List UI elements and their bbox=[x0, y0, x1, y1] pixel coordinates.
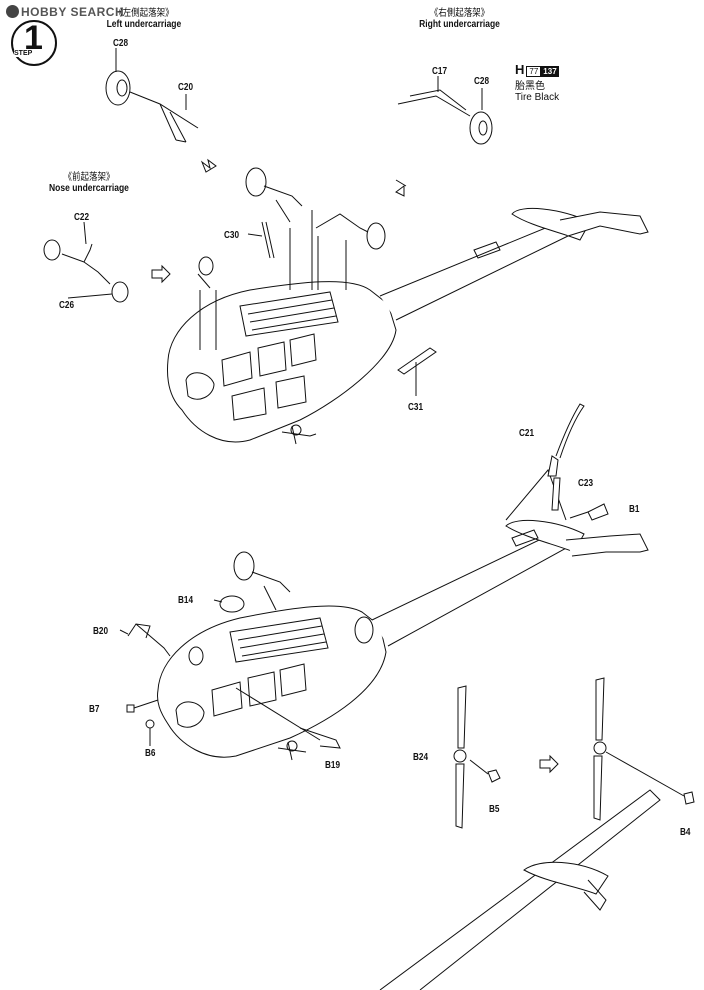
part-label-b5: B5 bbox=[489, 804, 500, 815]
tail-stabilizer bbox=[505, 519, 585, 553]
rotor-blade-top bbox=[595, 677, 605, 741]
nose-gear-strut bbox=[281, 425, 317, 445]
fuselage bbox=[157, 605, 387, 758]
wheel-lower-nose bbox=[188, 646, 204, 666]
fuselage bbox=[167, 281, 397, 443]
part-label-b6: B6 bbox=[145, 748, 156, 759]
part-c23 bbox=[551, 477, 561, 511]
part-b6 bbox=[145, 719, 155, 729]
wheel-c28-left bbox=[105, 70, 131, 106]
arrow-icon bbox=[200, 158, 217, 173]
part-label-b20: B20 bbox=[93, 626, 109, 637]
part-label-b24: B24 bbox=[413, 752, 429, 763]
wheel-c26-b bbox=[111, 281, 129, 303]
helicopter-upper bbox=[167, 167, 649, 445]
strut-c17 bbox=[397, 89, 471, 117]
arrow-icon bbox=[539, 754, 559, 774]
right-undercarriage-group bbox=[397, 76, 493, 145]
wheel-upper-nose bbox=[198, 256, 214, 276]
part-label-b14: B14 bbox=[178, 595, 194, 606]
left-undercarriage-group bbox=[105, 48, 199, 143]
engine-deck bbox=[229, 617, 329, 663]
part-label-b1: B1 bbox=[629, 504, 640, 515]
part-label-c21: C21 bbox=[519, 428, 535, 439]
helicopter-lower bbox=[119, 403, 649, 761]
nose-undercarriage-group bbox=[43, 221, 129, 303]
step-number: 1 bbox=[24, 19, 43, 57]
tail-fin bbox=[559, 211, 649, 237]
rotor-blade-b24-bottom bbox=[455, 763, 465, 829]
wheel-lower-left bbox=[233, 551, 255, 581]
part-label-c30: C30 bbox=[224, 230, 240, 241]
part-b1 bbox=[587, 503, 609, 521]
part-label-b4: B4 bbox=[680, 827, 691, 838]
tail-boom-bottom bbox=[379, 789, 661, 990]
tail-stabilizer-bottom bbox=[523, 861, 609, 895]
cockpit-window bbox=[175, 701, 205, 728]
part-b19 bbox=[299, 727, 341, 749]
part-label-c17: C17 bbox=[432, 66, 448, 77]
tail-fin bbox=[565, 533, 649, 557]
nose-undercarriage-caption: 《前起落架》 Nose undercarriage bbox=[49, 172, 129, 194]
watermark: HOBBY SEARCH bbox=[6, 5, 124, 19]
wheel-lower-right bbox=[354, 616, 374, 644]
rotor-blade-b24-top bbox=[457, 685, 467, 749]
part-label-c23: C23 bbox=[578, 478, 594, 489]
part-label-c22: C22 bbox=[74, 212, 90, 223]
part-b7 bbox=[126, 704, 135, 713]
arrow-icon bbox=[151, 264, 171, 284]
tail-boom bbox=[371, 529, 571, 647]
tail-rotor-detail bbox=[379, 677, 695, 990]
wheel-c26-a bbox=[43, 239, 61, 261]
part-b5 bbox=[487, 769, 501, 783]
step-word: STEP bbox=[14, 50, 33, 57]
part-b20 bbox=[127, 623, 171, 657]
part-label-c26: C26 bbox=[59, 300, 75, 311]
part-c30 bbox=[261, 221, 275, 259]
part-label-b7: B7 bbox=[89, 704, 100, 715]
part-label-c28-left: C28 bbox=[113, 38, 129, 49]
right-undercarriage-caption: 《右側起落架》 Right undercarriage bbox=[419, 8, 500, 30]
part-label-c28-right: C28 bbox=[474, 76, 490, 87]
arrow-icon bbox=[395, 179, 407, 197]
cockpit-window bbox=[185, 372, 215, 400]
strut-c22 bbox=[61, 243, 111, 285]
part-b4 bbox=[683, 791, 695, 805]
engine-deck bbox=[239, 291, 339, 337]
part-c31 bbox=[397, 347, 437, 375]
rotor-blade-bottom bbox=[593, 755, 603, 821]
part-b14 bbox=[219, 595, 245, 613]
tail-boom bbox=[379, 221, 569, 321]
left-undercarriage-caption: 《左側起落架》 Left undercarriage bbox=[106, 8, 182, 30]
part-label-c31: C31 bbox=[408, 402, 424, 413]
part-label-b19: B19 bbox=[325, 760, 341, 771]
part-label-c20: C20 bbox=[178, 82, 194, 93]
strut-c20 bbox=[129, 91, 199, 143]
step-badge: 1 STEP bbox=[11, 19, 57, 66]
wheel-upper-left bbox=[245, 167, 267, 197]
wheel-upper-right bbox=[366, 222, 386, 250]
part-c21 bbox=[547, 455, 559, 477]
wheel-c28-right bbox=[469, 111, 493, 145]
logo-icon bbox=[6, 5, 19, 18]
